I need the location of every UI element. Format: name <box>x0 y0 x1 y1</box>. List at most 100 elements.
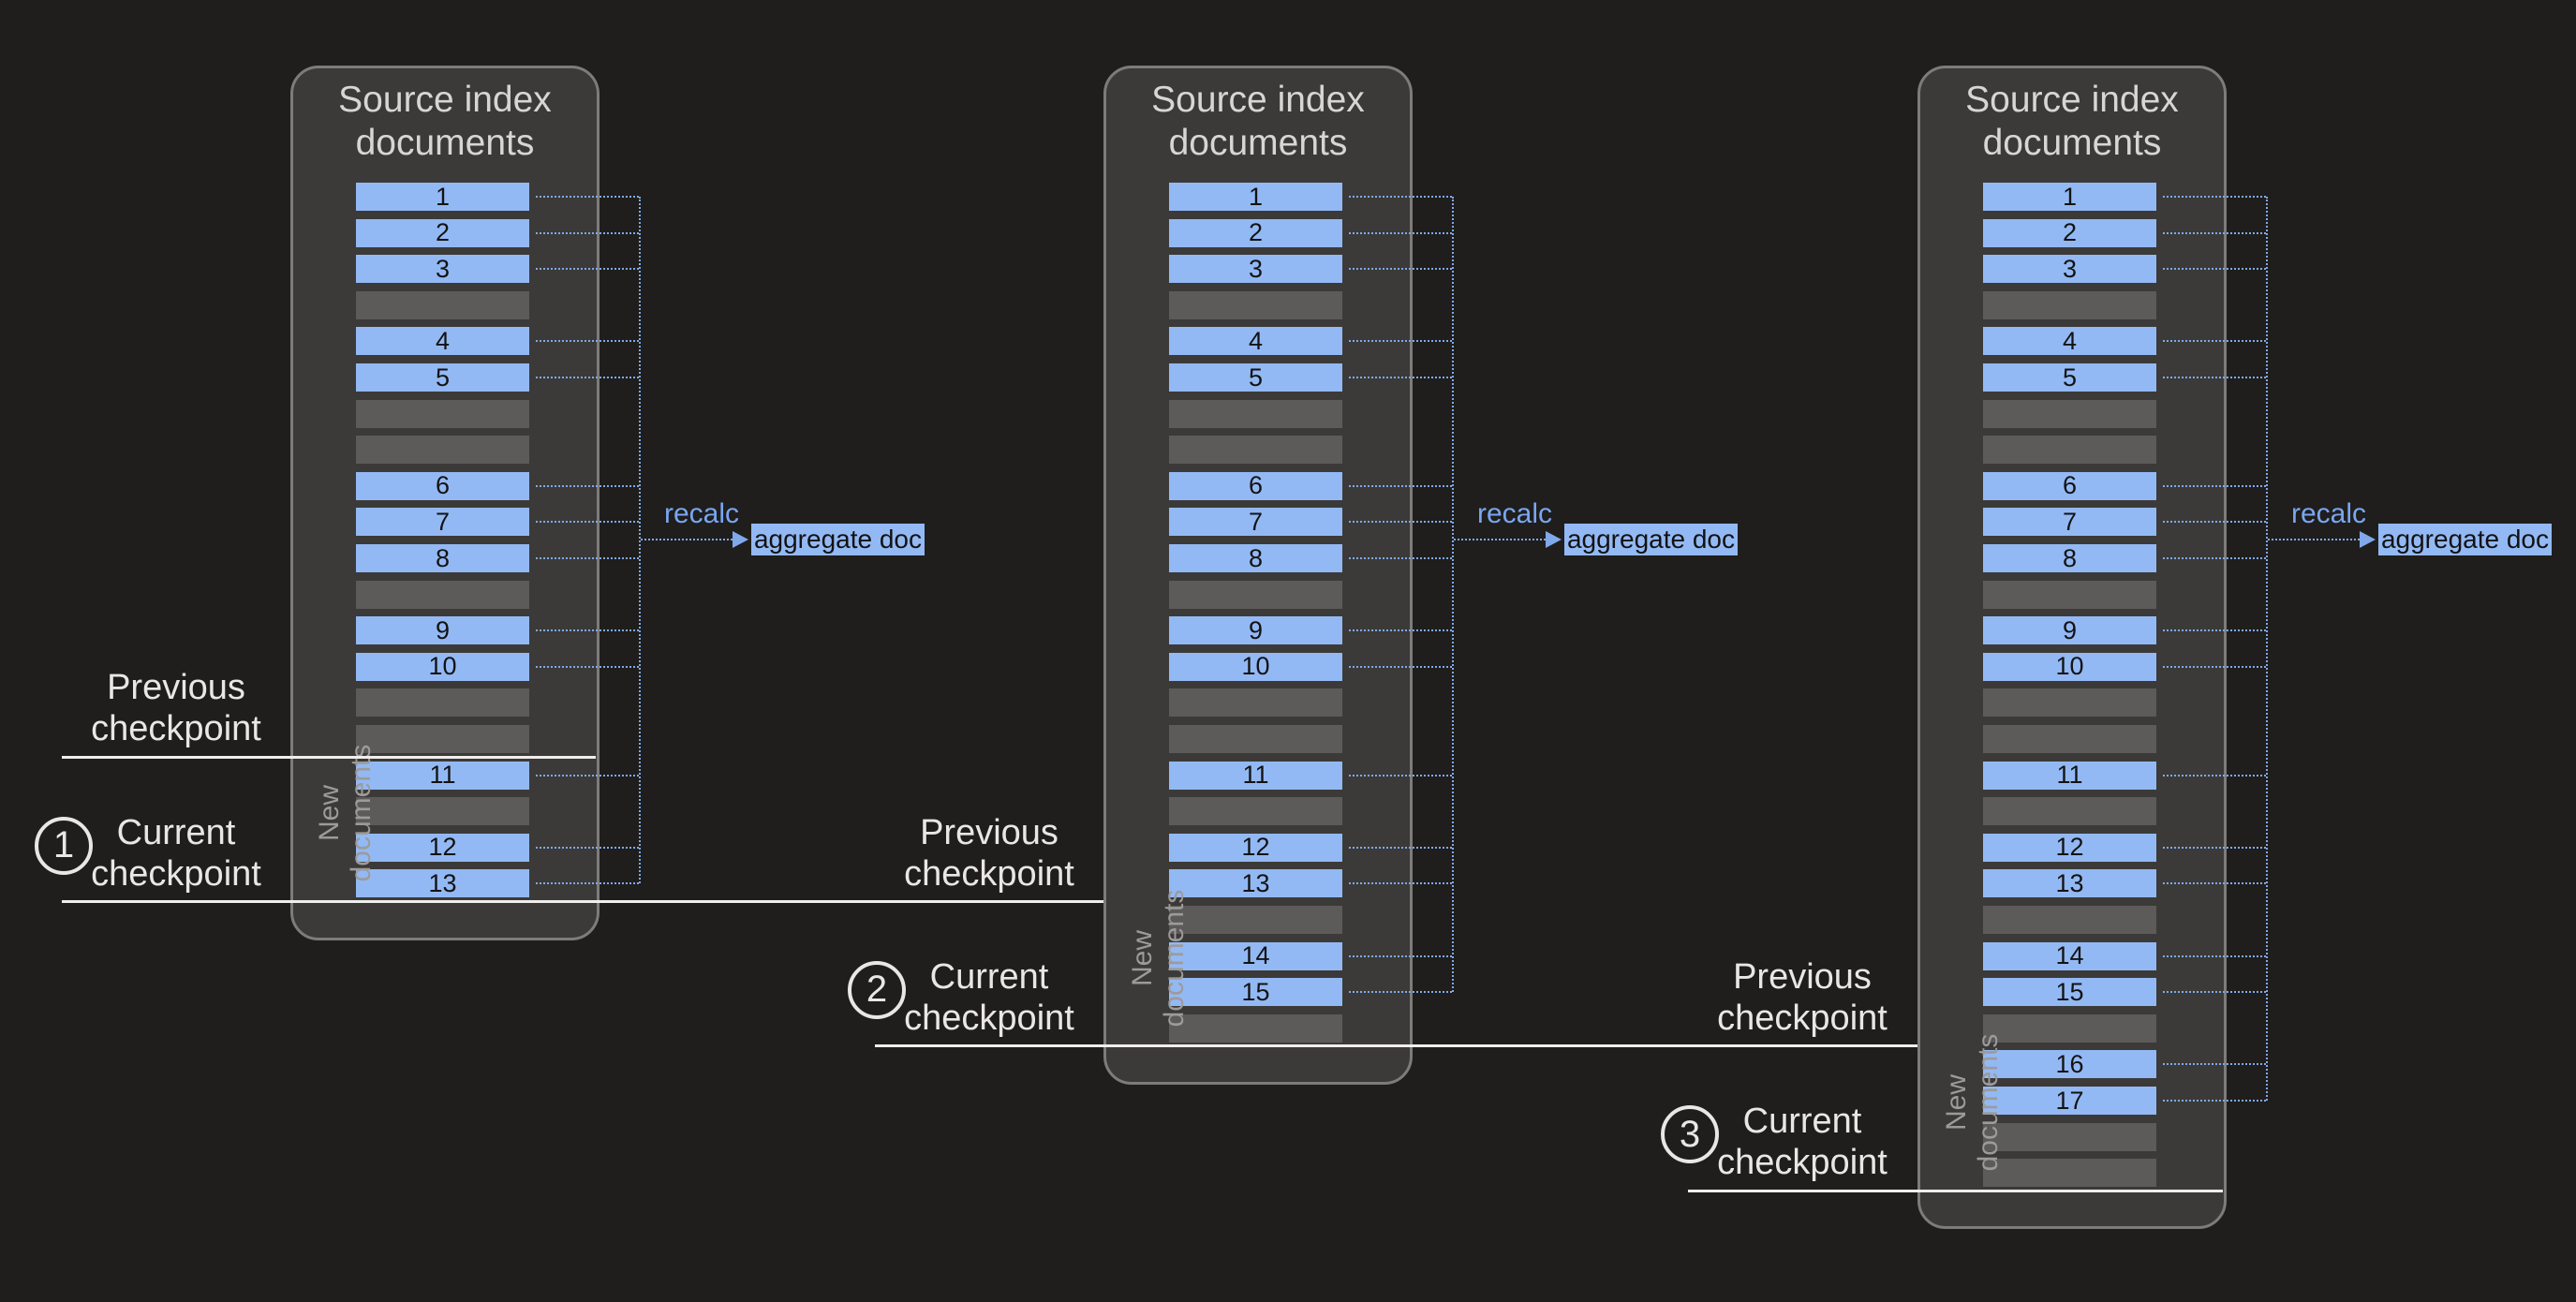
document-bar: 10 <box>356 652 529 681</box>
document-bar: 8 <box>1983 544 2156 572</box>
document-bar: 14 <box>1983 941 2156 970</box>
placeholder-bar <box>1169 580 1342 609</box>
document-bar: 15 <box>1169 978 1342 1007</box>
connector-line <box>536 340 639 343</box>
previous-checkpoint-label: checkpoint <box>1717 998 1888 1038</box>
new-documents-label: documents <box>1159 889 1190 1028</box>
connector-line <box>2163 1063 2266 1066</box>
connector-line <box>1349 377 1452 378</box>
panel-title: documents <box>1168 123 1348 163</box>
placeholder-bar <box>1169 436 1342 465</box>
placeholder-bar <box>1983 290 2156 319</box>
connector-line <box>1349 991 1452 994</box>
connector-line <box>536 665 639 668</box>
document-bar: 12 <box>1983 833 2156 862</box>
connector-line <box>536 196 639 198</box>
document-bar: 12 <box>1169 833 1342 862</box>
current-checkpoint-label: checkpoint <box>904 998 1074 1038</box>
document-bar: 17 <box>1983 1087 2156 1115</box>
document-bar: 9 <box>1169 616 1342 645</box>
panel-title: documents <box>1982 123 2162 163</box>
recalc-label: recalc <box>1476 498 1553 529</box>
connector-line <box>1349 629 1452 632</box>
document-bar: 5 <box>1169 363 1342 392</box>
placeholder-bar <box>356 580 529 609</box>
panel-title: Source index <box>1965 80 2179 120</box>
document-bar: 2 <box>1169 218 1342 247</box>
document-bar: 6 <box>1983 471 2156 500</box>
document-bar: 8 <box>1169 544 1342 572</box>
document-bar: 4 <box>1983 327 2156 356</box>
document-bar: 7 <box>356 508 529 537</box>
new-documents-label: documents <box>346 744 377 882</box>
connector-line <box>536 557 639 559</box>
document-bar: 5 <box>1983 363 2156 392</box>
placeholder-bar <box>1169 399 1342 428</box>
document-bar: 2 <box>1983 218 2156 247</box>
current-checkpoint-label: Current <box>1742 1102 1862 1142</box>
previous-checkpoint-label: checkpoint <box>904 853 1074 894</box>
document-bar: 4 <box>356 327 529 356</box>
placeholder-bar <box>1983 1159 2156 1188</box>
connector-line <box>2163 268 2266 271</box>
connector-line <box>1349 521 1452 524</box>
connector-line <box>2163 882 2266 885</box>
previous-checkpoint-label: Previous <box>107 668 245 708</box>
document-bar: 10 <box>1983 652 2156 681</box>
aggregate-doc-box: aggregate doc <box>2378 524 2552 555</box>
placeholder-bar <box>1169 1013 1342 1043</box>
document-bar: 7 <box>1169 508 1342 537</box>
current-checkpoint-label: checkpoint <box>1717 1143 1888 1183</box>
placeholder-bar <box>356 688 529 718</box>
recalc-label: recalc <box>2290 498 2367 529</box>
arrowhead-icon <box>2360 531 2376 548</box>
arrowhead-icon <box>733 531 748 548</box>
connector-line <box>2163 557 2266 559</box>
document-bar: 1 <box>1169 183 1342 211</box>
current-checkpoint-label: Current <box>929 956 1049 997</box>
connector-line <box>2163 665 2266 668</box>
bus-line <box>2266 197 2268 1101</box>
checkpoint-line-current <box>62 900 1409 903</box>
recalc-arrow <box>641 539 733 540</box>
placeholder-bar <box>356 797 529 826</box>
document-bar: 11 <box>356 761 529 790</box>
document-bar: 13 <box>1983 869 2156 898</box>
connector-line <box>536 846 639 849</box>
bus-line <box>639 197 641 884</box>
placeholder-bar <box>356 290 529 319</box>
placeholder-bar <box>1169 688 1342 718</box>
document-bar: 6 <box>356 471 529 500</box>
placeholder-bar <box>1169 906 1342 934</box>
document-bar: 3 <box>1169 255 1342 284</box>
previous-checkpoint-label: checkpoint <box>91 709 261 749</box>
connector-line <box>2163 846 2266 849</box>
document-bar: 5 <box>356 363 529 392</box>
connector-line <box>2163 991 2266 994</box>
connector-line <box>2163 484 2266 487</box>
connector-line <box>2163 340 2266 343</box>
placeholder-bar <box>1983 797 2156 826</box>
connector-line <box>2163 774 2266 777</box>
placeholder-bar <box>1169 290 1342 319</box>
connector-line <box>1349 774 1452 777</box>
document-bar: 1 <box>356 183 529 211</box>
placeholder-bar <box>1983 1122 2156 1151</box>
document-bar: 9 <box>1983 616 2156 645</box>
connector-line <box>2163 1100 2266 1102</box>
connector-line <box>2163 196 2266 198</box>
placeholder-bar <box>1983 580 2156 609</box>
checkpoint-number-badge: 1 <box>35 816 93 875</box>
connector-line <box>1349 882 1452 885</box>
arrowhead-icon <box>1546 531 1562 548</box>
document-bar: 3 <box>1983 255 2156 284</box>
document-bar: 7 <box>1983 508 2156 537</box>
document-bar: 10 <box>1169 652 1342 681</box>
new-documents-label: documents <box>1973 1033 2004 1172</box>
document-bar: 9 <box>356 616 529 645</box>
document-bar: 2 <box>356 218 529 247</box>
connector-line <box>2163 954 2266 957</box>
document-bar: 15 <box>1983 978 2156 1007</box>
document-bar: 3 <box>356 255 529 284</box>
